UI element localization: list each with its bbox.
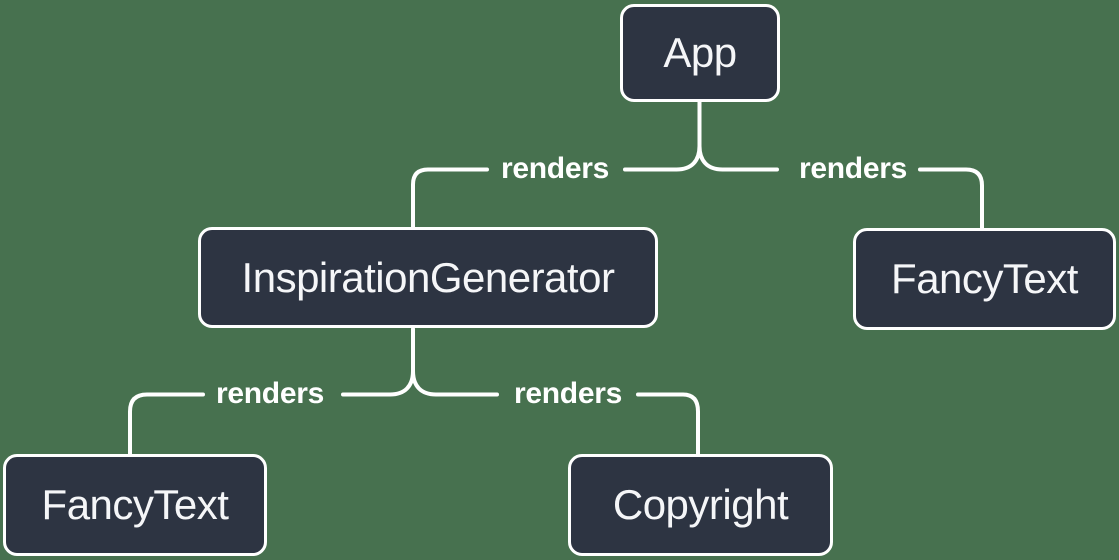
fancy-text-right-node: FancyText — [853, 228, 1116, 330]
inspiration-generator-node-label: InspirationGenerator — [241, 253, 615, 301]
edge-app-fancytext-line — [918, 167, 984, 230]
edge-label-renders-inspirationgenerator-fancytext: renders — [216, 377, 324, 410]
app-flare-left-line — [623, 144, 702, 172]
inspiration-generator-node: InspirationGenerator — [198, 227, 658, 328]
edge-app-inspirationgenerator-line — [411, 167, 489, 229]
app-node: App — [620, 4, 780, 102]
edge-inspirationgenerator-fancytext-line — [128, 392, 205, 456]
inspirationgenerator-flare-right-line — [411, 369, 499, 397]
fancy-text-left-node-label: FancyText — [41, 481, 229, 528]
edge-label-renders-app-inspirationgenerator: renders — [501, 152, 609, 185]
edge-inspirationgenerator-copyright-line — [636, 392, 700, 456]
copyright-node: Copyright — [568, 454, 833, 556]
fancy-text-right-node-label: FancyText — [891, 255, 1078, 302]
copyright-node-label: Copyright — [612, 481, 789, 528]
app-node-label: App — [663, 29, 737, 76]
fancy-text-left-node: FancyText — [3, 454, 267, 556]
app-flare-right-line — [697, 144, 779, 172]
inspirationgenerator-flare-left-line — [341, 369, 415, 397]
edge-label-renders-inspirationgenerator-copyright: renders — [514, 377, 622, 410]
edge-label-renders-app-fancytext: renders — [799, 152, 907, 185]
